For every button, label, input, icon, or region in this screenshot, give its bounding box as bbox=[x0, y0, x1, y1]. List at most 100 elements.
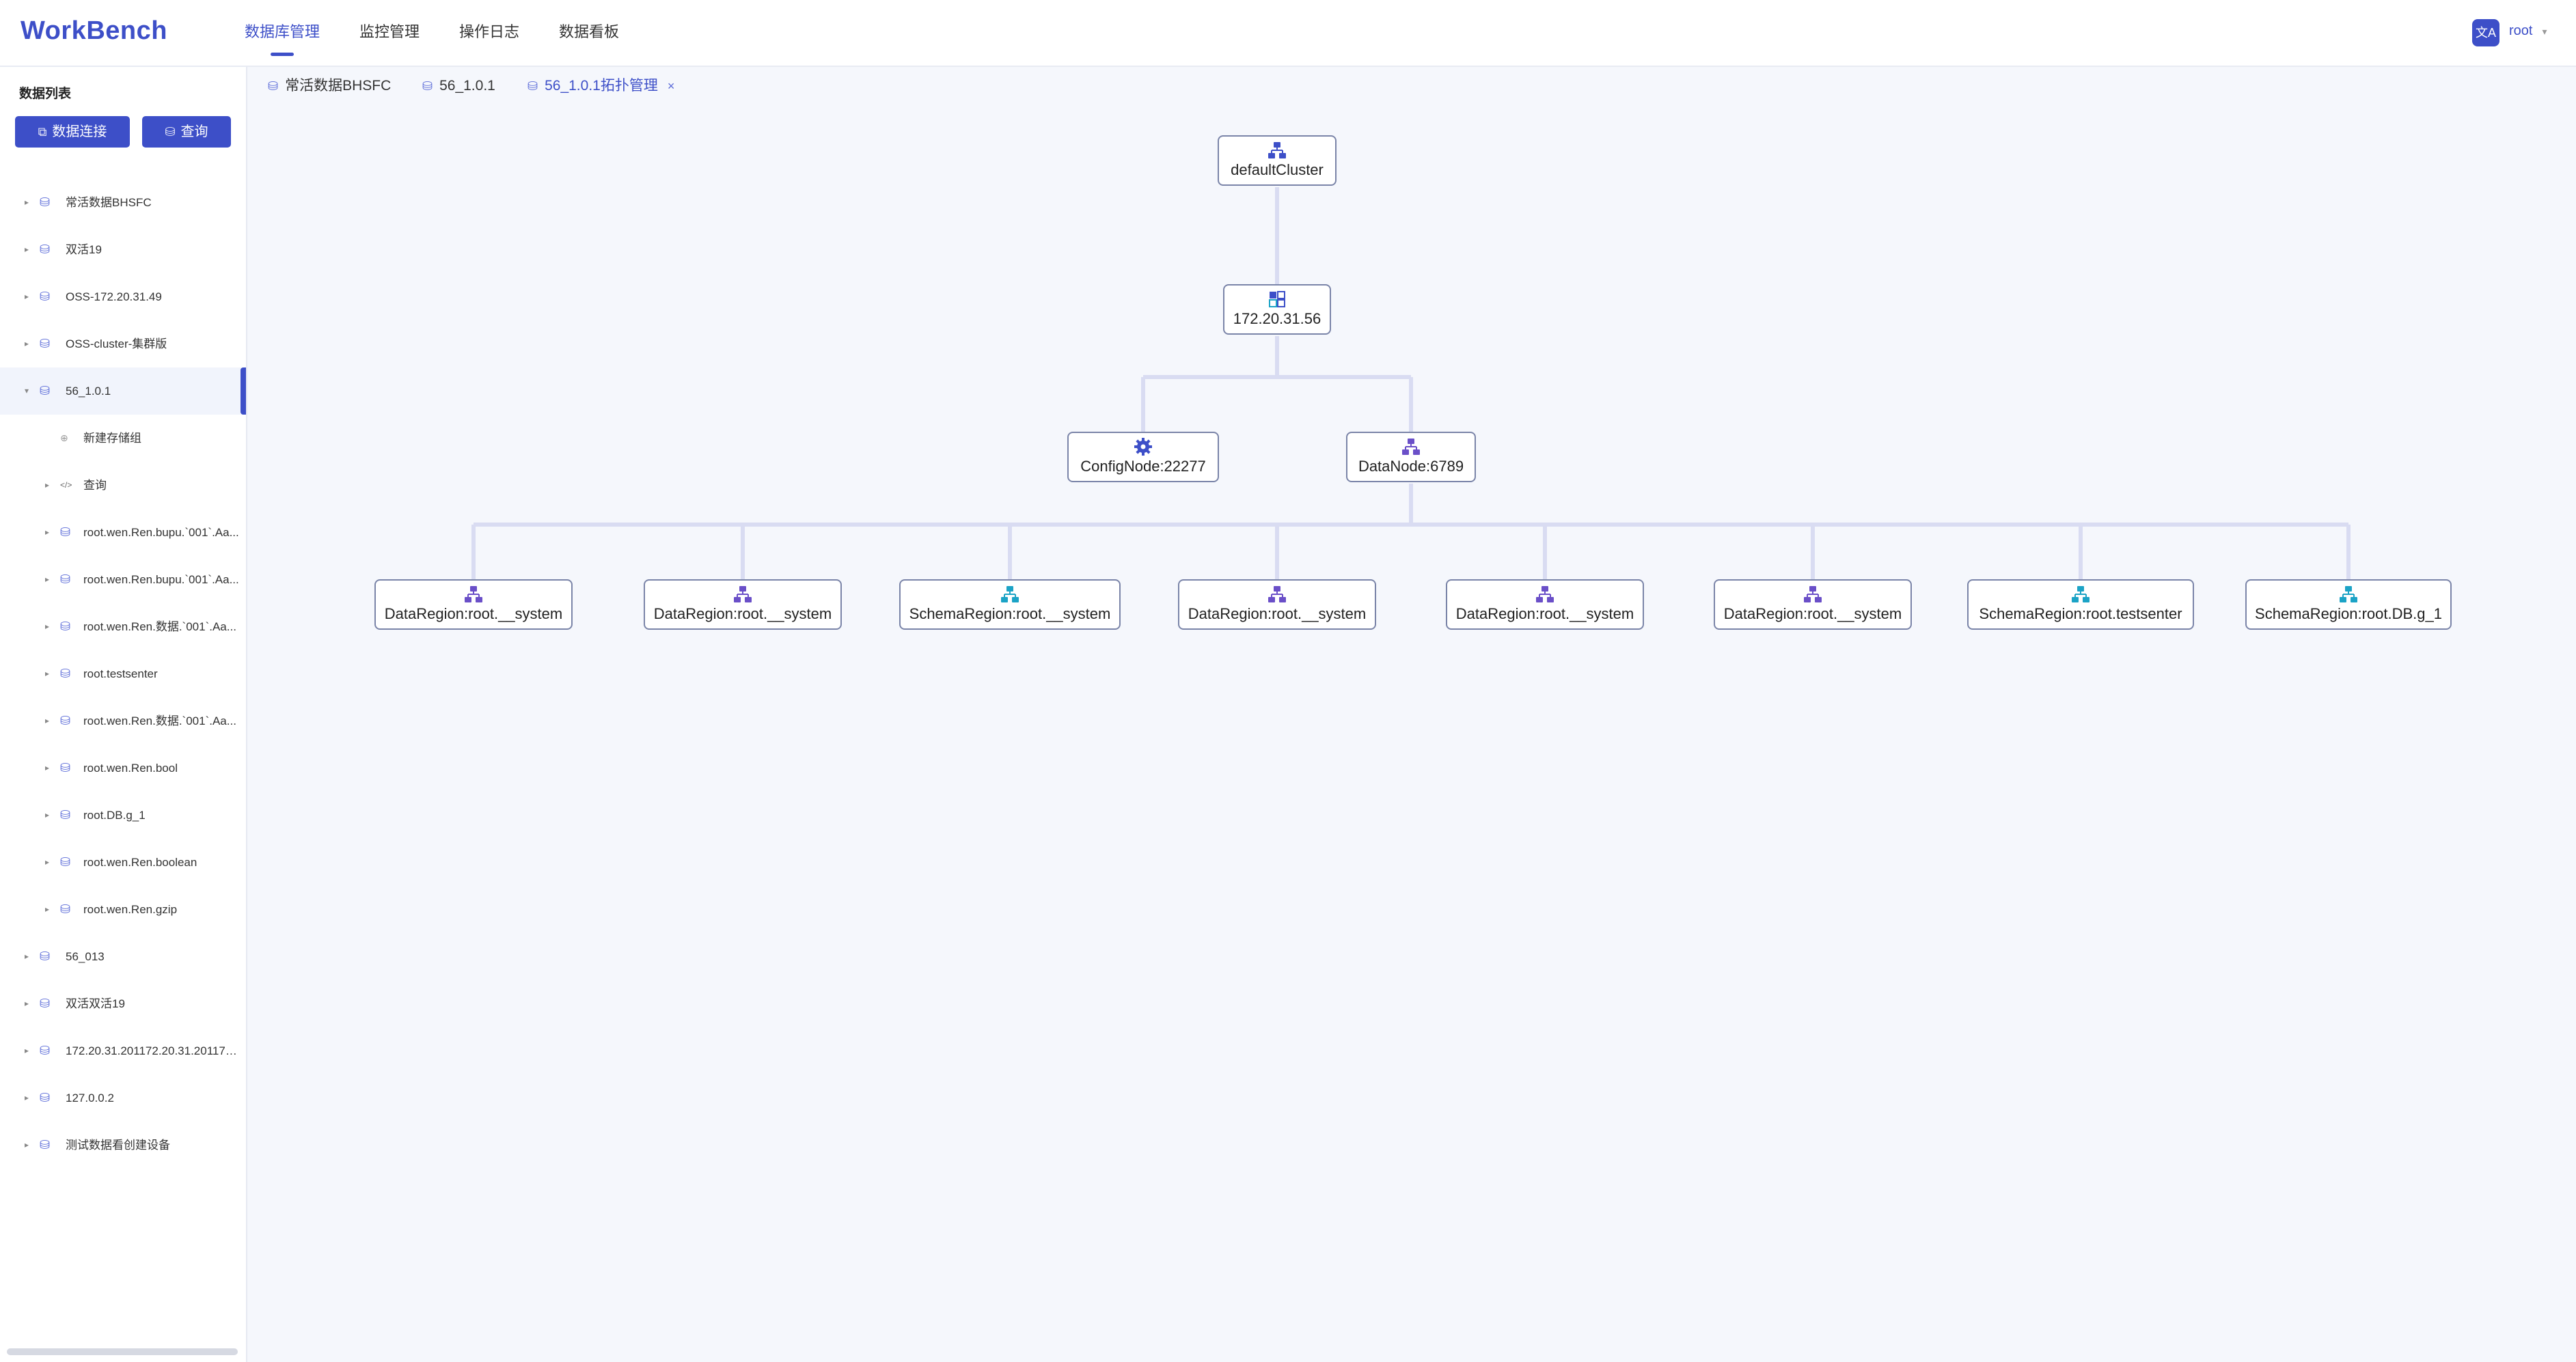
chevron-right-icon[interactable]: ▸ bbox=[45, 810, 50, 820]
close-icon[interactable]: × bbox=[667, 79, 675, 93]
sidebar-title: 数据列表 bbox=[19, 87, 72, 101]
chevron-right-icon[interactable]: ▸ bbox=[45, 857, 50, 867]
data-region-icon bbox=[1804, 586, 1822, 602]
chevron-right-icon[interactable]: ▸ bbox=[45, 480, 50, 490]
tree-item[interactable]: ▸⛁OSS-cluster-集群版 bbox=[0, 320, 246, 367]
chevron-right-icon[interactable]: ▸ bbox=[45, 763, 50, 773]
tree-item-label: 127.0.0.2 bbox=[66, 1092, 114, 1104]
chevron-right-icon[interactable]: ▸ bbox=[25, 951, 29, 961]
data-node[interactable]: DataNode:6789 bbox=[1346, 432, 1476, 482]
tree-item[interactable]: ▸⛁双活19 bbox=[0, 226, 246, 273]
chevron-right-icon[interactable]: ▸ bbox=[25, 1046, 29, 1055]
node-label: DataRegion:root.__system bbox=[653, 605, 832, 622]
node-label: DataRegion:root.__system bbox=[384, 605, 563, 622]
tree-item[interactable]: ▸⛁root.wen.Ren.gzip bbox=[0, 886, 246, 933]
tree-item[interactable]: ▸⛁root.wen.Ren.bupu.`001`.Aa... bbox=[0, 556, 246, 603]
tree-item[interactable]: ▸⛁root.wen.Ren.数据.`001`.Aa... bbox=[0, 603, 246, 650]
tree-item[interactable]: ▸⛁常活数据BHSFC bbox=[0, 179, 246, 226]
chevron-right-icon[interactable]: ▸ bbox=[45, 527, 50, 537]
tree-item[interactable]: ▸⛁root.wen.Ren.boolean bbox=[0, 839, 246, 886]
database-icon: ⛁ bbox=[165, 125, 176, 139]
tree-item[interactable]: ▸⛁OSS-172.20.31.49 bbox=[0, 273, 246, 320]
tree-item[interactable]: ▸⛁127.0.0.2 bbox=[0, 1074, 246, 1122]
sidebar-scrollbar[interactable] bbox=[7, 1348, 238, 1355]
tree-item[interactable]: ▸ ⛁ root.wen.Ren.bool bbox=[0, 745, 246, 792]
nav-database-management[interactable]: 数据库管理 bbox=[245, 0, 320, 66]
chevron-right-icon[interactable]: ▸ bbox=[25, 245, 29, 254]
tree-item-label: root.wen.Ren.gzip bbox=[83, 903, 178, 916]
nav-data-dashboard[interactable]: 数据看板 bbox=[559, 23, 620, 40]
chevron-right-icon[interactable]: ▸ bbox=[45, 904, 50, 914]
host-node[interactable]: 172.20.31.56 bbox=[1223, 284, 1331, 335]
tree-item[interactable]: ▸ ⛁ 172.20.31.201172.20.31.201172... bbox=[0, 1027, 246, 1074]
sidebar: 数据列表 ⧉数据连接 ⛁查询 ▸⛁常活数据BHSFC▸⛁双活19▸⛁OSS-17… bbox=[0, 67, 247, 1362]
tree-item[interactable]: ▸⛁测试数据看创建设备 bbox=[0, 1122, 246, 1169]
data-region-icon bbox=[1402, 439, 1420, 455]
chevron-right-icon[interactable]: ▸ bbox=[25, 339, 29, 348]
schema-region-node[interactable]: SchemaRegion:root.__system bbox=[899, 579, 1121, 630]
chevron-right-icon[interactable]: ▸ bbox=[45, 669, 50, 678]
user-menu[interactable]: root▾ bbox=[2509, 23, 2547, 39]
database-icon: ⛁ bbox=[60, 714, 71, 727]
tree-item-label: OSS-cluster-集群版 bbox=[66, 337, 167, 350]
tree-item-label: 172.20.31.201172.20.31.201172... bbox=[66, 1044, 239, 1057]
tree-item[interactable]: ▸⛁56_013 bbox=[0, 933, 246, 980]
tree-item[interactable]: ▸ ⛁ root.DB.g_1 bbox=[0, 792, 246, 839]
schema-region-node[interactable]: SchemaRegion:root.testsenter bbox=[1967, 579, 2194, 630]
database-icon: ⛁ bbox=[60, 761, 71, 775]
tree-item-label: root.DB.g_1 bbox=[83, 809, 146, 822]
tree-item[interactable]: ▸⛁root.testsenter bbox=[0, 650, 246, 697]
nav-monitor-management[interactable]: 监控管理 bbox=[359, 23, 420, 40]
tree-item[interactable]: ▸⛁root.wen.Ren.数据.`001`.Aa... bbox=[0, 697, 246, 745]
chevron-right-icon[interactable]: ▸ bbox=[25, 999, 29, 1008]
data-connect-button[interactable]: ⧉数据连接 bbox=[15, 116, 130, 148]
data-tree: ▸⛁常活数据BHSFC▸⛁双活19▸⛁OSS-172.20.31.49▸⛁OSS… bbox=[0, 179, 246, 1169]
nav-operation-log[interactable]: 操作日志 bbox=[459, 23, 520, 40]
database-icon: ⛁ bbox=[60, 808, 71, 822]
cluster-node[interactable]: defaultCluster bbox=[1218, 135, 1337, 186]
tab-topology[interactable]: ⛁56_1.0.1拓扑管理× bbox=[527, 67, 674, 105]
node-label: SchemaRegion:root.__system bbox=[909, 605, 1111, 622]
tab-bhsfc[interactable]: ⛁常活数据BHSFC bbox=[268, 67, 391, 105]
chevron-right-icon[interactable]: ▸ bbox=[45, 574, 50, 584]
database-icon: ⛁ bbox=[40, 1044, 51, 1057]
chevron-right-icon[interactable]: ▸ bbox=[25, 292, 29, 301]
chevron-right-icon[interactable]: ▸ bbox=[45, 622, 50, 631]
language-icon[interactable]: 文A bbox=[2472, 19, 2499, 46]
chevron-right-icon[interactable]: ▸ bbox=[25, 1140, 29, 1150]
node-label: 172.20.31.56 bbox=[1233, 310, 1321, 327]
query-button[interactable]: ⛁查询 bbox=[142, 116, 231, 148]
data-region-node[interactable]: DataRegion:root.__system bbox=[374, 579, 573, 630]
chevron-right-icon[interactable]: ▸ bbox=[45, 716, 50, 725]
tree-item-label: root.testsenter bbox=[83, 667, 158, 680]
tree-item-label: 查询 bbox=[83, 479, 107, 492]
tree-item[interactable]: ⊕新建存储组 bbox=[0, 415, 246, 462]
tree-item-label: root.wen.Ren.bool bbox=[83, 762, 178, 775]
tree-item[interactable]: ▸⛁双活双活19 bbox=[0, 980, 246, 1027]
tree-item[interactable]: ▾⛁56_1.0.1 bbox=[0, 367, 246, 415]
data-region-icon bbox=[1536, 586, 1554, 602]
node-label: DataRegion:root.__system bbox=[1723, 605, 1902, 622]
main-nav: 数据库管理 监控管理 操作日志 数据看板 bbox=[245, 0, 659, 66]
data-region-node[interactable]: DataRegion:root.__system bbox=[1714, 579, 1912, 630]
data-region-node[interactable]: DataRegion:root.__system bbox=[644, 579, 842, 630]
schema-region-icon bbox=[1001, 586, 1019, 602]
schema-region-node[interactable]: SchemaRegion:root.DB.g_1 bbox=[2245, 579, 2452, 630]
tab-56-1-0-1[interactable]: ⛁56_1.0.1 bbox=[422, 67, 495, 105]
app-logo[interactable]: WorkBench bbox=[20, 16, 167, 45]
chevron-right-icon[interactable]: ▸ bbox=[25, 197, 29, 207]
data-region-node[interactable]: DataRegion:root.__system bbox=[1178, 579, 1376, 630]
data-region-node[interactable]: DataRegion:root.__system bbox=[1446, 579, 1644, 630]
node-label: defaultCluster bbox=[1231, 161, 1324, 178]
config-node[interactable]: ConfigNode:22277 bbox=[1067, 432, 1219, 482]
chevron-down-icon[interactable]: ▾ bbox=[25, 386, 29, 395]
tree-item[interactable]: ▸⛁root.wen.Ren.bupu.`001`.Aa... bbox=[0, 509, 246, 556]
tree-item[interactable]: ▸</>查询 bbox=[0, 462, 246, 509]
tree-item-label: 新建存储组 bbox=[83, 432, 141, 445]
database-icon: ⛁ bbox=[60, 620, 71, 633]
user-name: root bbox=[2509, 23, 2533, 38]
database-icon: ⛁ bbox=[527, 79, 538, 93]
tree-item-label: root.wen.Ren.boolean bbox=[83, 856, 197, 869]
chevron-right-icon[interactable]: ▸ bbox=[25, 1093, 29, 1102]
